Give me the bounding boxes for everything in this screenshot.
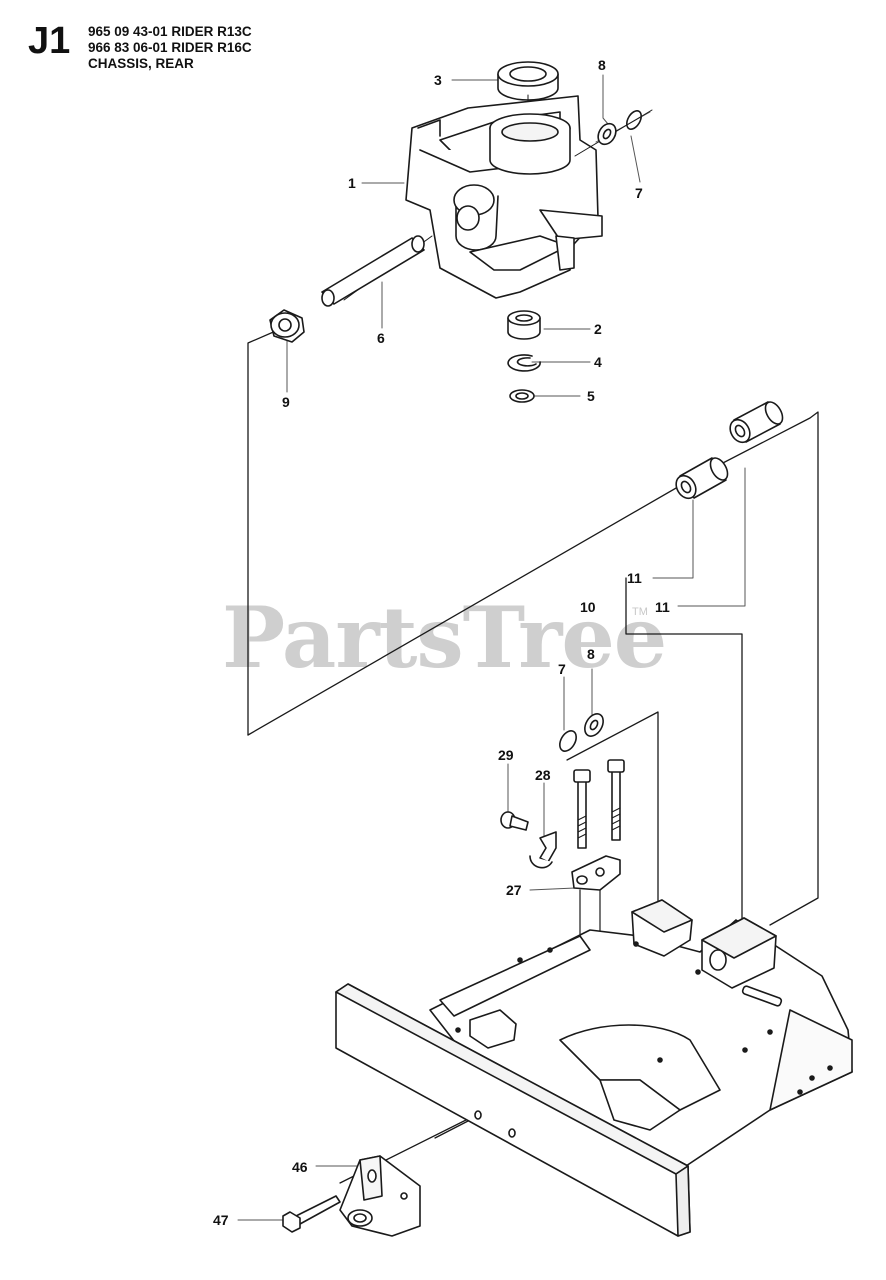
watermark: PartsTree	[222, 588, 667, 687]
part-7-ring-mid	[559, 730, 577, 752]
section-code: J1	[28, 20, 71, 62]
guide-line-diagonal	[247, 479, 691, 736]
part-6-pin	[321, 235, 425, 307]
callout-46: 46	[292, 1159, 308, 1175]
callout-10: 10	[580, 599, 596, 615]
part-3-seal	[497, 61, 559, 101]
guide-line-pin-left	[247, 329, 279, 736]
callout-29: 29	[498, 747, 514, 763]
callout-9: 9	[282, 394, 290, 410]
part-27-bolts	[573, 759, 625, 849]
guide-line-bushing-right	[689, 411, 819, 926]
callout-11-upper: 11	[627, 570, 642, 586]
callout-27: 27	[506, 882, 522, 898]
callout-3: 3	[434, 72, 442, 88]
part-28-clip	[529, 831, 557, 869]
callout-7-top: 7	[635, 185, 643, 201]
part-5-washer	[509, 389, 535, 403]
front-bumper	[335, 983, 691, 1237]
callout-47: 47	[213, 1212, 229, 1228]
part-46-hitch-bracket	[339, 1155, 421, 1237]
assembly-guide-lines	[247, 329, 819, 1184]
callout-7-mid: 7	[558, 661, 566, 677]
part-1-axle-housing	[343, 95, 603, 301]
guide-line-bracket	[625, 577, 743, 921]
watermark-trademark: TM	[632, 606, 648, 618]
part-4-circlip	[507, 354, 541, 372]
diagram-title: CHASSIS, REAR	[88, 56, 194, 71]
part-9-spacer	[269, 309, 305, 343]
callout-4: 4	[594, 354, 602, 370]
part-7-ring-top	[625, 110, 643, 130]
callout-2: 2	[594, 321, 602, 337]
callout-8-mid: 8	[587, 646, 595, 662]
part-11-bushing-a	[675, 457, 729, 500]
callout-5: 5	[587, 388, 595, 404]
part-29-screw	[500, 811, 529, 831]
part-47-bolt	[282, 1195, 341, 1233]
guide-line-washer	[566, 711, 659, 991]
callout-8-top: 8	[598, 57, 606, 73]
callout-1: 1	[348, 175, 356, 191]
part-11-bushing-b	[729, 401, 784, 444]
model-line-1: 965 09 43-01 RIDER R13C	[88, 24, 252, 39]
callout-11-lower: 11	[655, 599, 670, 615]
part-8-washer-top	[597, 122, 617, 146]
part-8-washer-mid	[584, 713, 604, 737]
model-line-2: 966 83 06-01 RIDER R16C	[88, 40, 252, 55]
callout-28: 28	[535, 767, 551, 783]
callout-6: 6	[377, 330, 385, 346]
part-27-bracket	[571, 855, 621, 941]
part-2-bearing	[507, 310, 541, 340]
